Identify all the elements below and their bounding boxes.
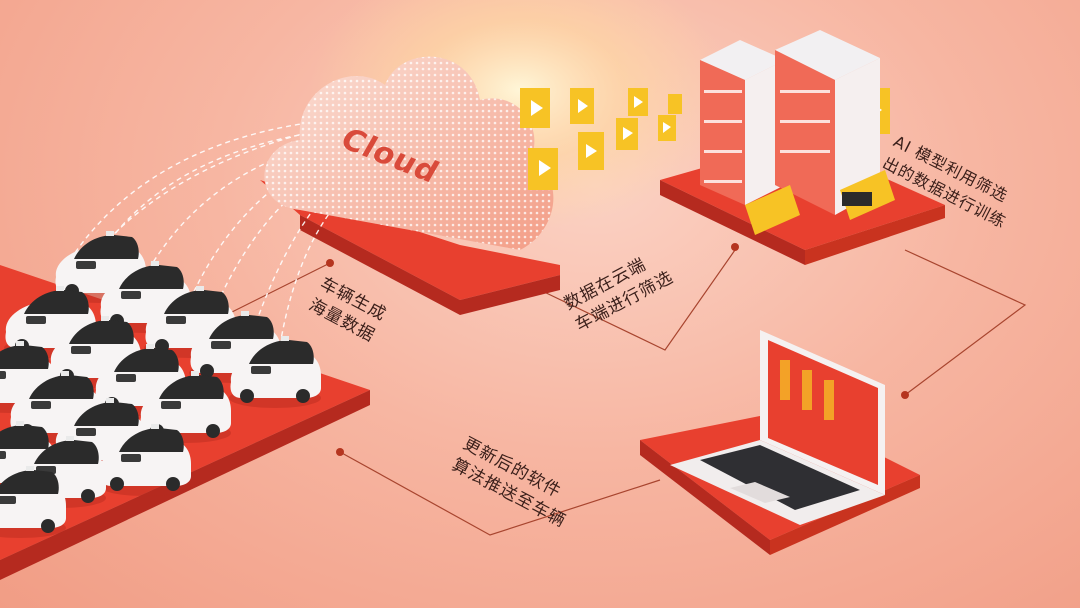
video-file-icon	[628, 88, 648, 116]
car-icon	[99, 424, 191, 496]
server-rack-icon	[700, 30, 895, 235]
cloud-icon	[264, 56, 554, 250]
vehicle-fleet	[0, 231, 321, 538]
video-file-icon	[528, 148, 558, 190]
video-file-icon	[616, 118, 638, 150]
car-icon	[229, 336, 321, 408]
video-file-icon	[570, 88, 594, 124]
laptop-icon	[670, 330, 885, 525]
video-file-icon	[658, 115, 676, 141]
video-file-icon	[520, 88, 550, 128]
connector-lines	[229, 249, 1027, 536]
car-icon	[0, 466, 66, 538]
video-file-icon	[578, 132, 604, 170]
video-file-icon	[668, 94, 682, 114]
connector-dots	[326, 243, 909, 456]
